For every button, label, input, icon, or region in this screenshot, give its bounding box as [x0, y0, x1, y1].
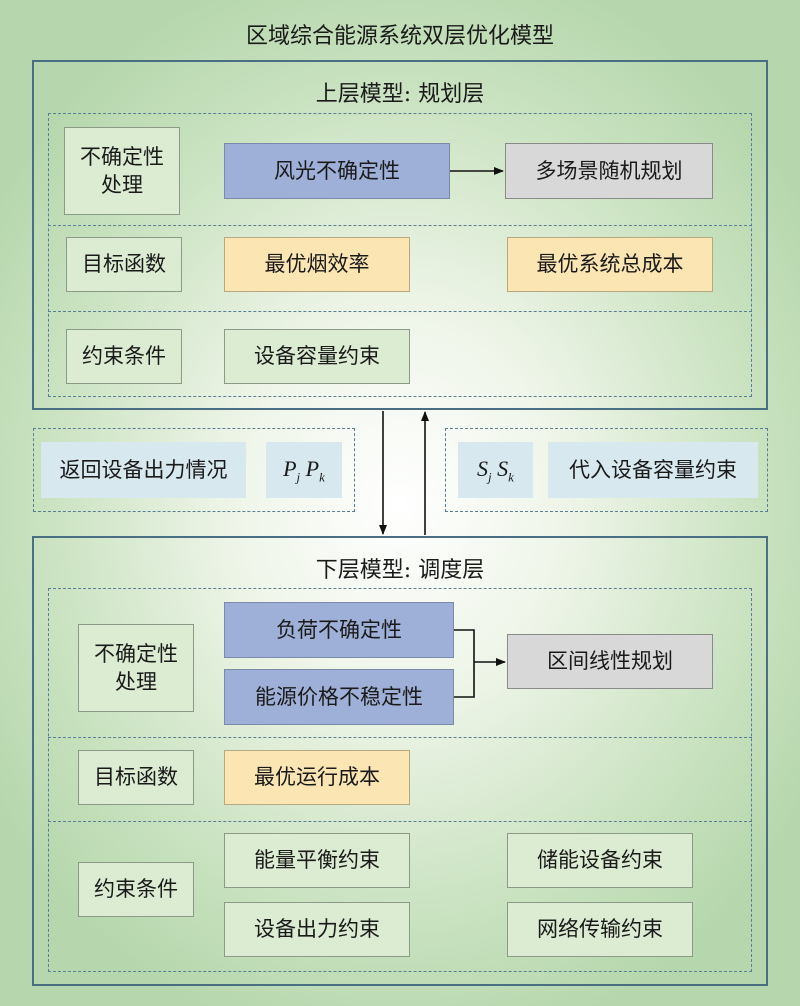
return-output-group [33, 428, 355, 512]
optimal-total-cost-box: 最优系统总成本 [507, 237, 713, 292]
upper-constraint-label: 约束条件 [66, 329, 182, 384]
var-s-k: Sk [497, 456, 514, 485]
optimal-operating-cost-box: 最优运行成本 [224, 750, 410, 805]
diagram-title: 区域综合能源系统双层优化模型 [245, 24, 554, 49]
substitute-capacity-text: 代入设备容量约束 [548, 442, 758, 498]
capacity-constraint-box: 设备容量约束 [224, 329, 410, 384]
price-instability-box: 能源价格不稳定性 [224, 669, 454, 725]
lower-divider-2 [48, 821, 752, 822]
upper-layer: 上层模型: 规划层 [32, 60, 768, 410]
lower-layer-title: 下层模型: 调度层 [315, 558, 485, 583]
upper-objective-label: 目标函数 [66, 237, 182, 292]
upper-uncertainty-label: 不确定性处理 [64, 127, 180, 215]
lower-dashed-group [48, 588, 752, 972]
load-uncertainty-box: 负荷不确定性 [224, 602, 454, 658]
var-p-j: Pj [283, 456, 301, 485]
output-constraint-box: 设备出力约束 [224, 902, 410, 957]
upper-divider-1 [48, 225, 752, 226]
var-p-k: Pk [305, 456, 325, 485]
lower-layer: 下层模型: 调度层 [32, 536, 768, 986]
return-output-text: 返回设备出力情况 [41, 442, 246, 498]
substitute-capacity-group [445, 428, 768, 512]
lower-uncertainty-label: 不确定性处理 [78, 624, 194, 712]
upper-dashed-group [48, 113, 752, 397]
optimal-exergy-box: 最优烟效率 [224, 237, 410, 292]
var-s-j: Sj [477, 456, 492, 485]
wind-solar-uncertainty-box: 风光不确定性 [224, 143, 450, 199]
lower-divider-1 [48, 737, 752, 738]
interval-programming-box: 区间线性规划 [507, 634, 713, 689]
lower-constraint-label: 约束条件 [78, 862, 194, 917]
storage-constraint-box: 储能设备约束 [507, 833, 693, 888]
return-output-vars: Pj Pk [266, 442, 342, 498]
scenario-planning-box: 多场景随机规划 [505, 143, 713, 199]
substitute-capacity-vars: Sj Sk [458, 442, 533, 498]
lower-objective-label: 目标函数 [78, 750, 194, 805]
network-constraint-box: 网络传输约束 [507, 902, 693, 957]
upper-layer-title: 上层模型: 规划层 [315, 82, 485, 107]
energy-balance-box: 能量平衡约束 [224, 833, 410, 888]
upper-divider-2 [48, 311, 752, 312]
